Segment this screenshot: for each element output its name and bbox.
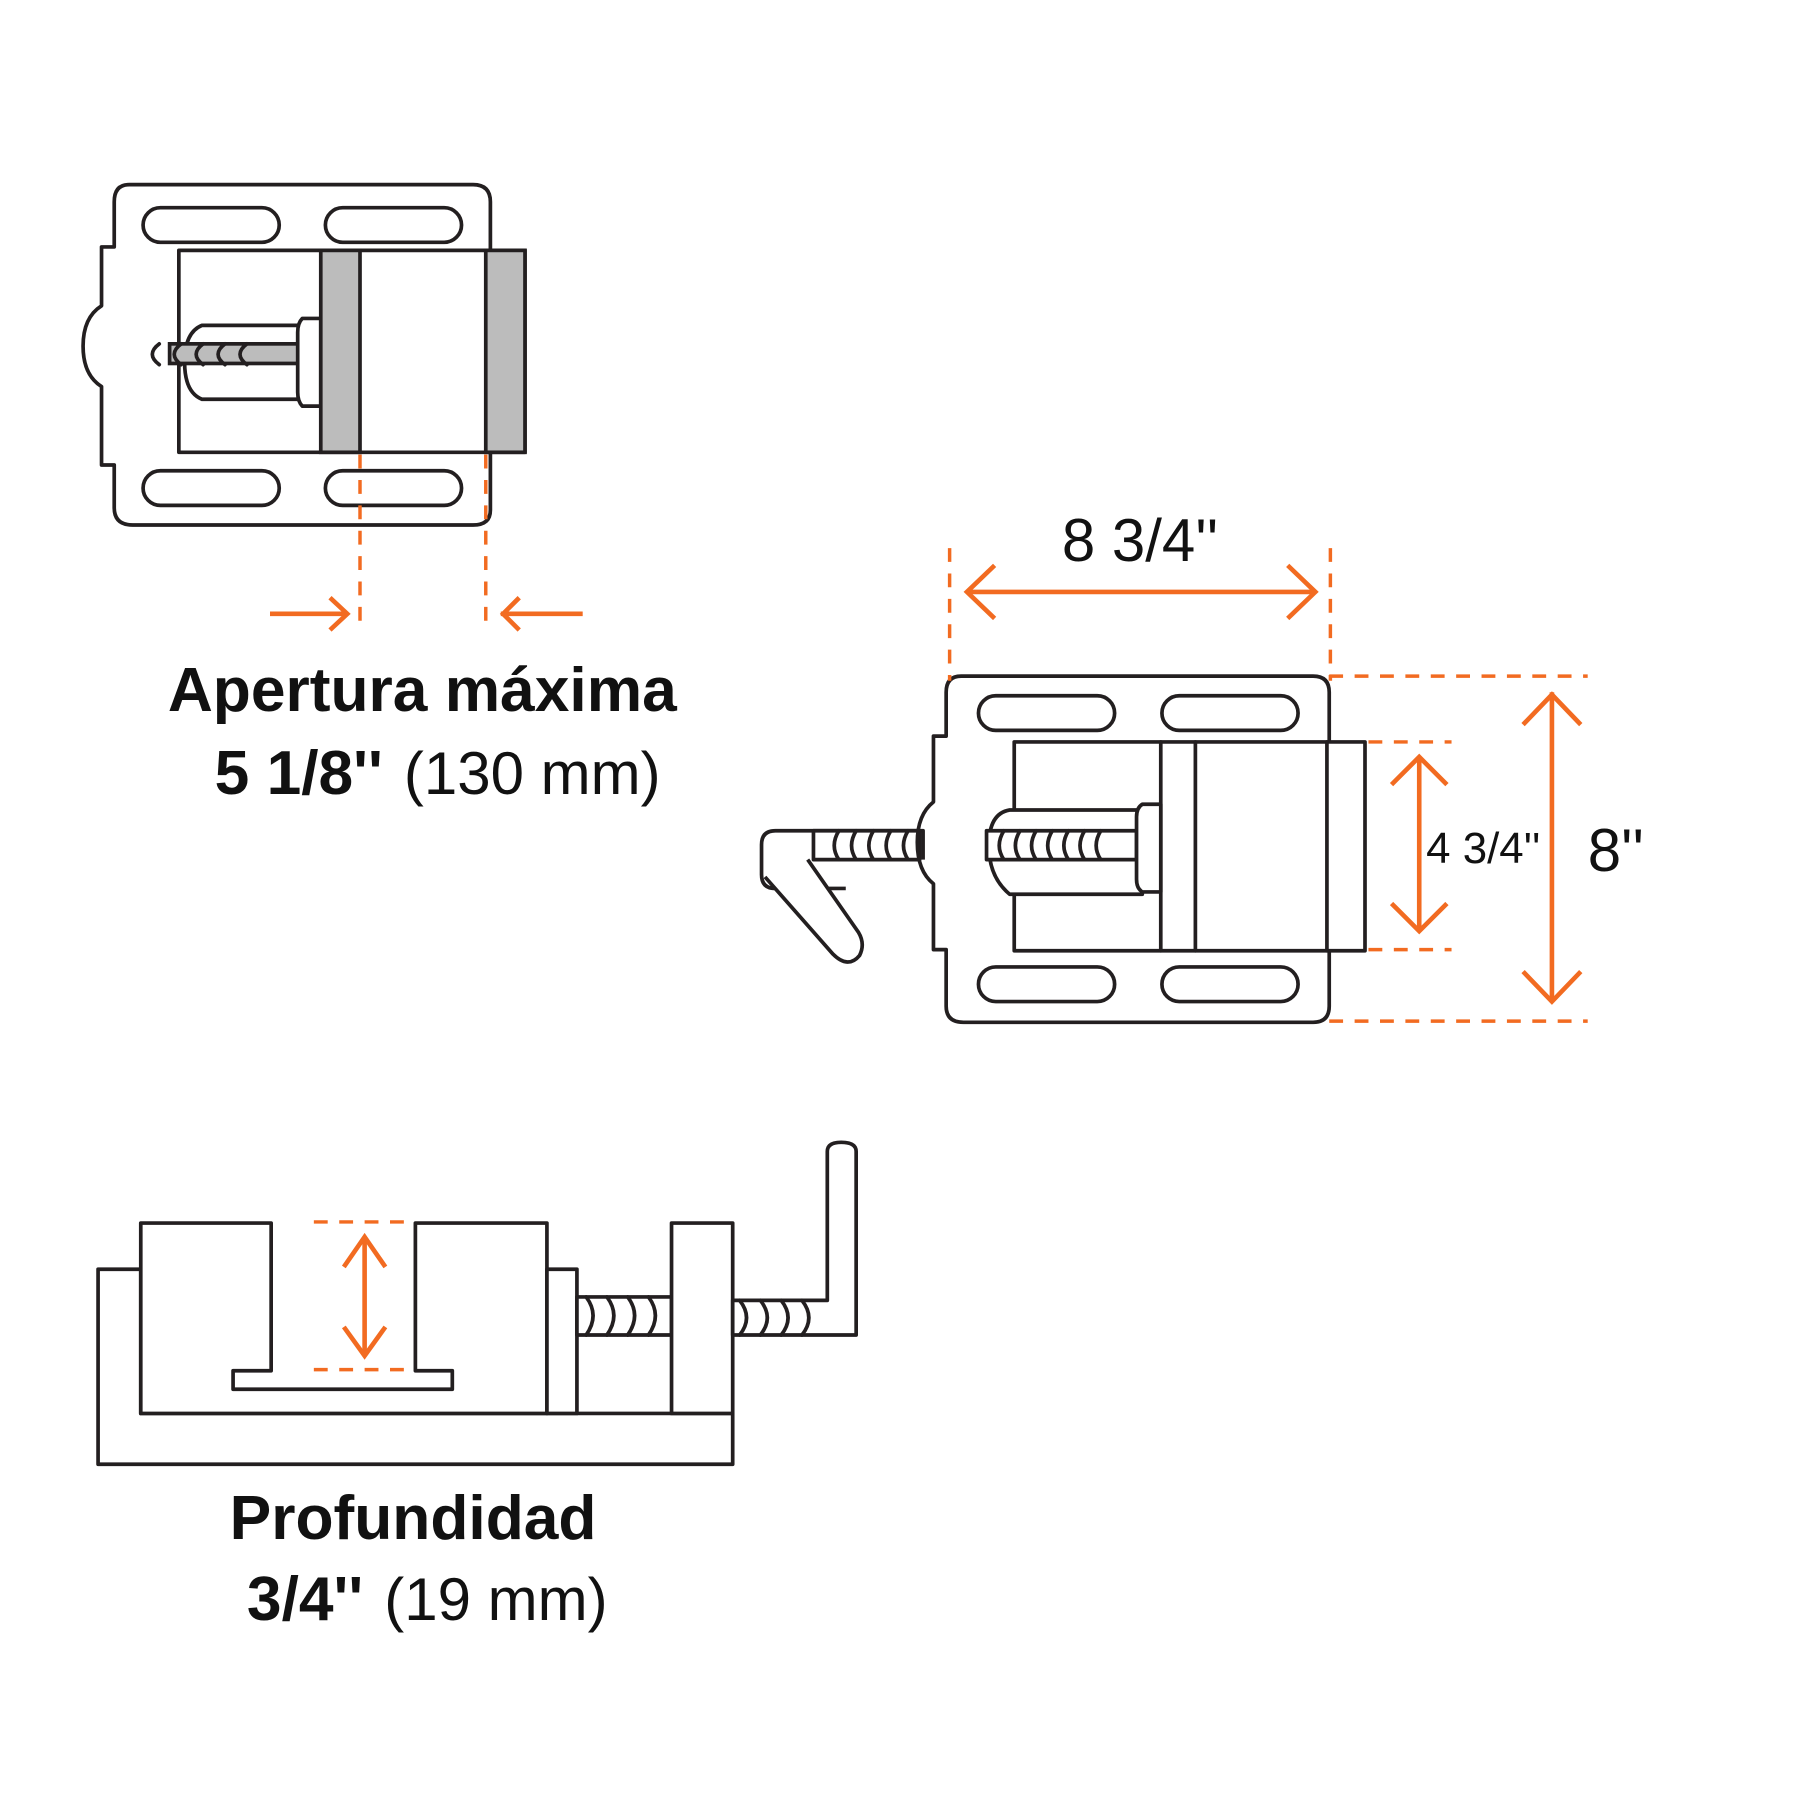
depth-value-mm: (19 mm) (384, 1566, 607, 1633)
length-dimension: 8 3/4'' (1062, 507, 1218, 574)
opening-value-mm: (130 mm) (404, 740, 661, 807)
side-view-depth: Profundidad 3/4'' (19 mm) (96, 1140, 858, 1634)
jaw-width-dimension: 4 3/4'' (1426, 824, 1540, 873)
movable-jaw (318, 248, 362, 455)
depth-title: Profundidad (230, 1484, 597, 1553)
handle (730, 1140, 858, 1337)
opening-title: Apertura máxima (168, 656, 678, 725)
opening-value-in: 5 1/8'' (215, 739, 383, 808)
mount-slot (1160, 965, 1300, 1004)
mount-slot (976, 693, 1117, 733)
mount-slot (323, 468, 464, 508)
width-dimension: 8'' (1588, 817, 1644, 884)
mount-slot (141, 205, 282, 245)
mount-slot (141, 468, 282, 508)
fixed-jaw (483, 248, 527, 455)
lead-screw (984, 828, 1139, 862)
mount-slot (976, 965, 1117, 1004)
jaw-block (138, 1221, 549, 1416)
mount-slot (1160, 693, 1300, 733)
top-view-overall: 8 3/4'' 8'' 4 3/4'' (759, 507, 1644, 1025)
top-view-opening: Apertura máxima 5 1/8'' (130 mm) (81, 182, 678, 808)
mount-slot (323, 205, 464, 245)
end-block (669, 1221, 735, 1416)
handle-arm (763, 858, 865, 964)
depth-value-in: 3/4'' (247, 1565, 363, 1634)
lead-screw (167, 342, 305, 366)
